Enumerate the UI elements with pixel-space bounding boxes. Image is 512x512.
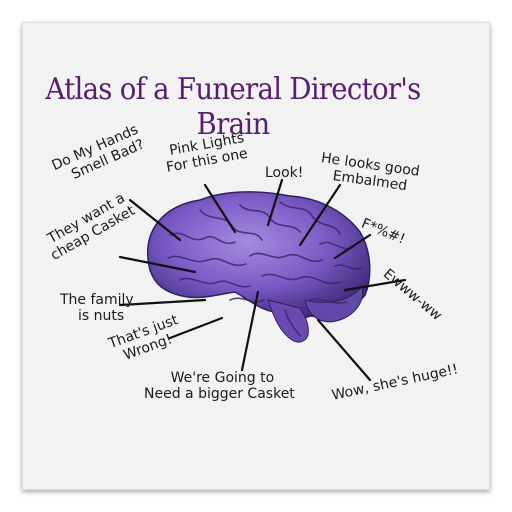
label-bigger-casket: We're Going to Need a bigger Casket xyxy=(144,370,295,403)
label-look: Look! xyxy=(265,165,304,181)
label-family: The family is nuts xyxy=(60,292,134,325)
brain-shape xyxy=(147,191,371,343)
poster-title: Atlas of a Funeral Director's Brain xyxy=(45,72,421,142)
pointer-lines xyxy=(118,178,407,382)
